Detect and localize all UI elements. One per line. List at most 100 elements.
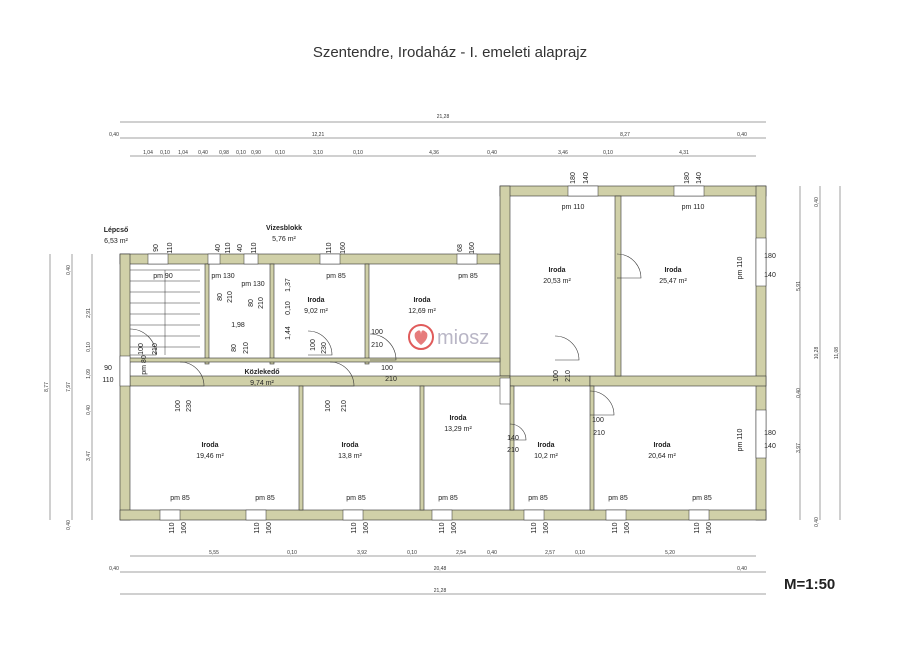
room-area: 12,69 m² [408, 308, 436, 315]
size-label: 210 [371, 342, 383, 349]
dimension-text: 0,10 [275, 150, 285, 156]
size-label: 210 [507, 447, 519, 454]
scale-label: M=1:50 [784, 576, 836, 593]
dimension-text: 0,40 [109, 566, 119, 572]
page-title: Szentendre, Irodaház - I. emeleti alapra… [312, 44, 588, 61]
dimension-text: 2,54 [456, 550, 466, 556]
window-opening [499, 377, 511, 405]
size-label: 180 [764, 430, 776, 437]
dimension-text: 5,91 [796, 281, 802, 291]
dimension-text: 20,48 [434, 566, 447, 572]
dimension-text: 3,92 [357, 550, 367, 556]
room-area: 10,2 m² [534, 453, 558, 460]
room-area: 9,74 m² [250, 380, 274, 387]
wall-segment [204, 263, 210, 365]
door-swing [554, 335, 580, 361]
size-label: 160 [543, 522, 550, 534]
size-label: 110 [169, 522, 176, 533]
dimension-text: 0,90 [251, 150, 261, 156]
size-label: 210 [341, 400, 348, 412]
door-swing [179, 361, 205, 387]
dimension-text: 0,40 [796, 388, 802, 398]
size-label: pm 85 [438, 495, 458, 502]
size-label: 210 [385, 376, 397, 383]
size-label: 180 [570, 172, 577, 184]
room-area: 6,53 m² [104, 238, 128, 245]
size-label: pm 110 [682, 204, 705, 211]
size-label: 110 [612, 522, 619, 533]
wall-segment [509, 375, 591, 387]
dimension-text: 0,10 [236, 150, 246, 156]
wall-segment [298, 385, 304, 511]
wall-segment [419, 385, 425, 511]
dimension-text: 3,46 [558, 150, 568, 156]
wall-segment [509, 385, 515, 511]
size-label: 100 [325, 400, 332, 412]
wall-segment [119, 253, 501, 265]
size-label: 210 [152, 343, 159, 355]
wall-segment [499, 185, 767, 197]
dimension-text: 8,27 [620, 132, 630, 138]
walls [119, 185, 767, 521]
size-label: 110 [254, 522, 261, 533]
room-name: Lépcső [104, 227, 129, 234]
size-label: 210 [593, 430, 605, 437]
door-swing [307, 330, 333, 356]
window-opening [688, 509, 710, 521]
size-label: 210 [227, 291, 234, 303]
wall-segment [129, 375, 511, 387]
size-label: 110 [326, 242, 333, 253]
room-area: 13,8 m² [338, 453, 362, 460]
size-label: 210 [565, 370, 572, 382]
wall-segment [589, 375, 767, 387]
size-label: 90 [104, 365, 112, 372]
window-opening [673, 185, 705, 197]
dimension-text: 0,40 [737, 566, 747, 572]
window-opening [147, 253, 169, 265]
size-label: 140 [764, 272, 776, 279]
room-area: 9,02 m² [304, 308, 328, 315]
dimension-text: 0,40 [487, 150, 497, 156]
size-label: 80 [231, 344, 238, 352]
size-label: 110 [439, 522, 446, 533]
window-opening [523, 509, 545, 521]
dimension-text: 0,10 [353, 150, 363, 156]
dimension-text: 0,10 [86, 342, 92, 352]
dimension-text: 11,08 [834, 347, 840, 359]
window-opening [243, 253, 259, 265]
size-label: 160 [340, 242, 347, 254]
room-area: 20,64 m² [648, 453, 676, 460]
size-label: 140 [507, 435, 519, 442]
size-label: 68 [457, 244, 464, 252]
size-label: 160 [624, 522, 631, 534]
dimension-text: 1,04 [178, 150, 188, 156]
size-label: 80 [217, 293, 224, 301]
size-label: 1,44 [285, 326, 292, 340]
size-label: 1,98 [231, 322, 245, 329]
window-opening [567, 185, 599, 197]
dimension-text: 0,98 [219, 150, 229, 156]
size-label: 100 [371, 329, 383, 336]
window-opening [207, 253, 221, 265]
size-label: pm 85 [528, 495, 548, 502]
size-label: 160 [706, 522, 713, 534]
size-label: pm 85 [255, 495, 275, 502]
size-label: 1,37 [285, 278, 292, 292]
size-label: 140 [764, 443, 776, 450]
room-name: Iroda [537, 442, 554, 449]
size-label: pm 110 [737, 428, 744, 451]
size-label: 110 [225, 242, 232, 253]
door-swing [589, 390, 615, 416]
size-label: 110 [351, 522, 358, 533]
size-label: 230 [186, 400, 193, 412]
wall-segment [364, 263, 370, 365]
wall-segment [119, 253, 131, 521]
dimension-text: 2,91 [86, 308, 92, 318]
size-label: 100 [553, 370, 560, 382]
size-label: pm 85 [346, 495, 366, 502]
size-label: pm 85 [326, 273, 346, 280]
room-name: Iroda [341, 442, 358, 449]
dimension-text: 21,28 [434, 588, 447, 594]
